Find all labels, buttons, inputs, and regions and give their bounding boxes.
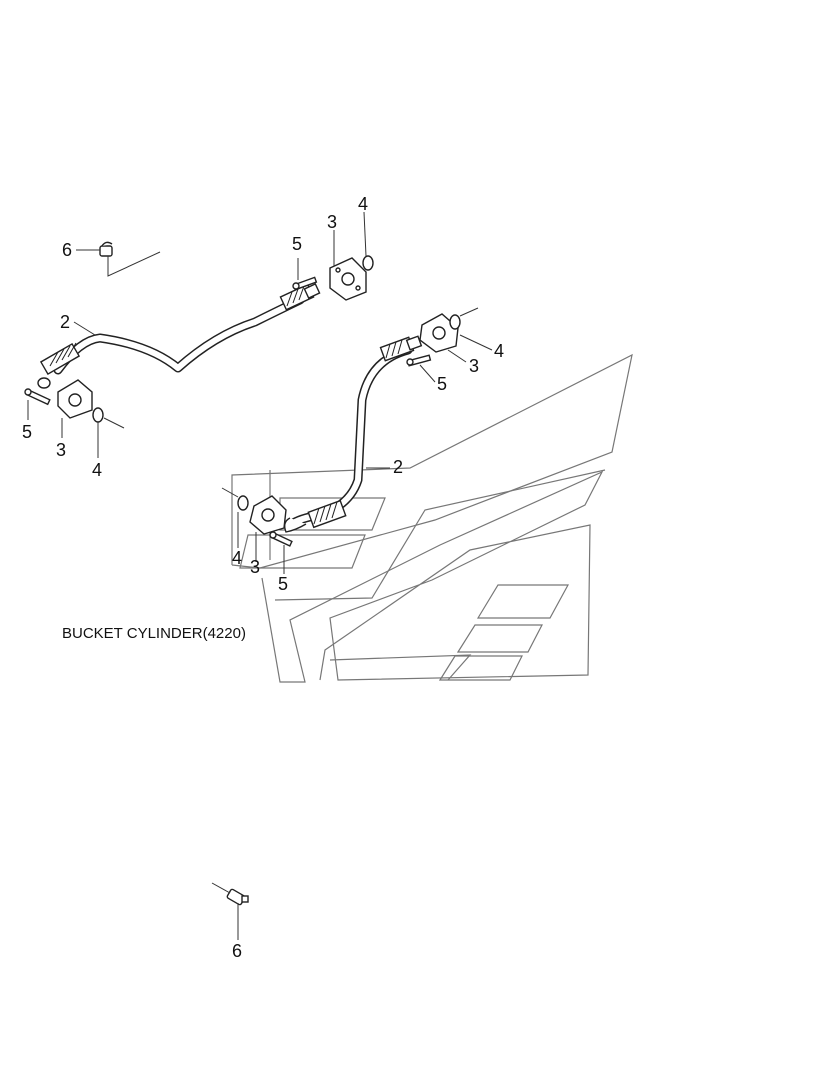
callout-5-bottom: 5 (278, 574, 288, 594)
hose-upper (37, 283, 321, 389)
hose-fitting-left (37, 342, 81, 389)
assembly-caption: BUCKET CYLINDER(4220) (62, 625, 246, 642)
bolt-right (406, 354, 432, 367)
flange-bottom (249, 495, 287, 535)
flange-top (329, 257, 367, 301)
callout-4-top: 4 (358, 194, 368, 214)
bucket-cylinder-outline (231, 353, 633, 683)
callout-3-bottom: 3 (250, 557, 260, 577)
callout-5-left: 5 (22, 422, 32, 442)
leader-lines (27, 211, 493, 940)
o-ring-top (362, 255, 374, 271)
flange-left (57, 379, 93, 419)
callout-2-left: 2 (60, 312, 70, 332)
callout-4-bottom: 4 (232, 548, 242, 568)
callout-3-right: 3 (469, 356, 479, 376)
callout-3-top: 3 (327, 212, 337, 232)
grease-nipple-bottom (226, 888, 249, 906)
callout-2-right: 2 (393, 457, 403, 477)
callout-4-left: 4 (92, 460, 102, 480)
o-ring-left (92, 407, 104, 423)
bolt-bottom (269, 531, 293, 547)
callout-6-top: 6 (62, 240, 72, 260)
hose-lower (283, 335, 423, 533)
callout-5-right: 5 (437, 374, 447, 394)
callout-5-top: 5 (292, 234, 302, 254)
callout-3-left: 3 (56, 440, 66, 460)
bolt-left (24, 388, 51, 406)
callout-6-bottom: 6 (232, 941, 242, 961)
callout-4-right: 4 (494, 341, 504, 361)
callout-labels: 6 5 3 4 2 5 3 4 4 3 5 2 4 3 5 6 (22, 194, 504, 961)
hose-lower-fitting-top (379, 335, 423, 362)
o-ring-bottom (237, 495, 249, 511)
hose-fitting-right (279, 283, 321, 311)
hose-lower-fitting-bottom (283, 499, 347, 533)
grease-nipple-top (99, 241, 161, 277)
flange-right (419, 313, 459, 353)
o-ring-right (449, 314, 461, 330)
bolt-top (292, 276, 318, 291)
